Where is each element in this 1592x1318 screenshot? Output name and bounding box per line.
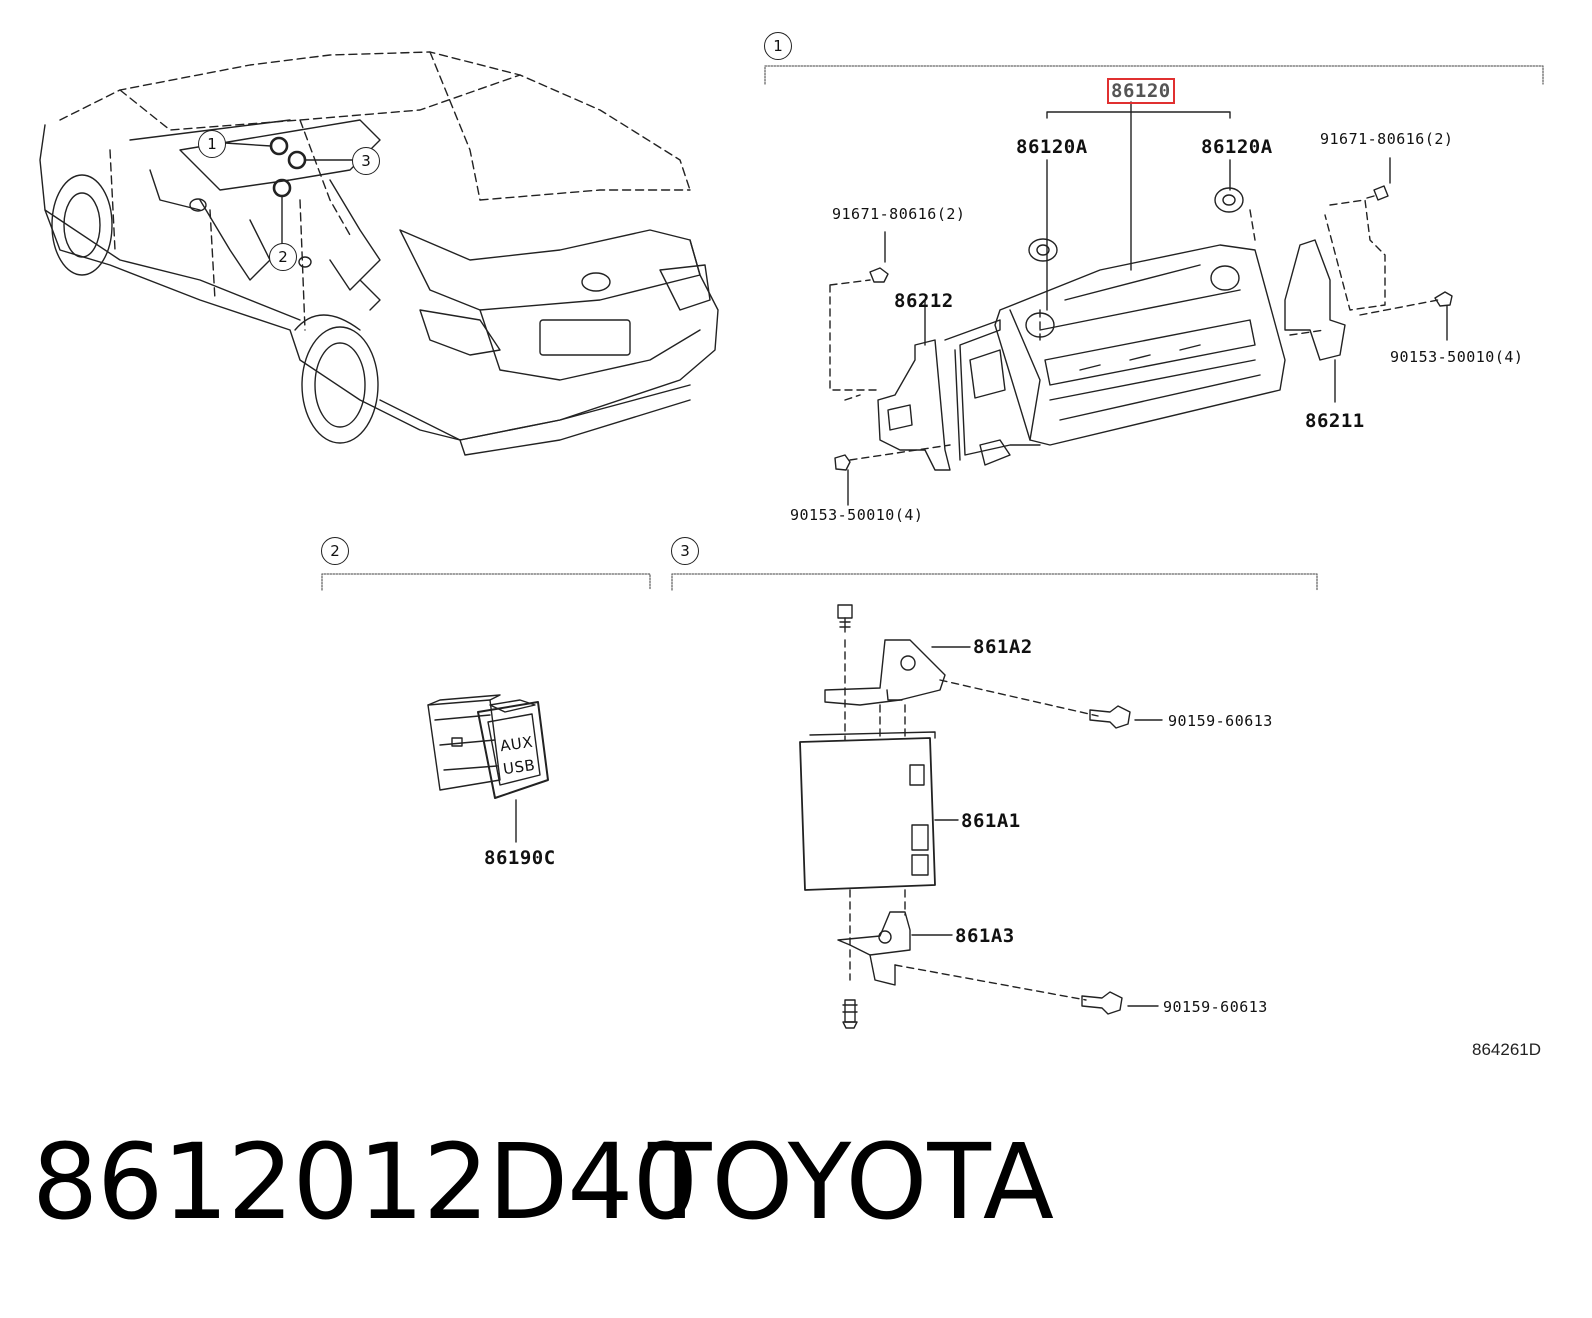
group1-diagram [764,65,1544,506]
part-label-861a2[interactable]: 861A2 [973,636,1033,658]
car-callout-2: 2 [269,243,297,271]
part-label-861a3[interactable]: 861A3 [955,925,1015,947]
part-label-90159-top[interactable]: 90159-60613 [1168,712,1273,730]
group2-callout: 2 [321,537,349,565]
group3-callout: 3 [671,537,699,565]
part-label-90159-bottom[interactable]: 90159-60613 [1163,998,1268,1016]
part-label-86212[interactable]: 86212 [894,290,954,312]
car-callout-1: 1 [198,130,226,158]
part-label-86120a-right[interactable]: 86120A [1201,136,1273,158]
part-label-90153-left[interactable]: 90153-50010(4) [790,506,924,524]
part-number-title: 8612012D40 [32,1121,699,1243]
group2-diagram [321,573,651,843]
diagram-id: 864261D [1472,1040,1542,1059]
part-highlight: 86120 [1107,78,1175,104]
part-label-86190c[interactable]: 86190C [484,847,556,869]
part-label-861a1[interactable]: 861A1 [961,810,1021,832]
part-label-86120[interactable]: 86120 [1107,78,1175,104]
brand-title: TOYOTA [648,1121,1054,1243]
part-label-90153-right[interactable]: 90153-50010(4) [1390,348,1524,366]
part-label-86211[interactable]: 86211 [1305,410,1365,432]
car-callout-3: 3 [352,147,380,175]
part-label-86120a-left[interactable]: 86120A [1016,136,1088,158]
part-label-91671-left[interactable]: 91671-80616(2) [832,205,966,223]
group1-callout: 1 [764,32,792,60]
part-label-91671-right[interactable]: 91671-80616(2) [1320,130,1454,148]
group3-diagram [671,573,1318,1029]
car-illustration [39,51,719,456]
